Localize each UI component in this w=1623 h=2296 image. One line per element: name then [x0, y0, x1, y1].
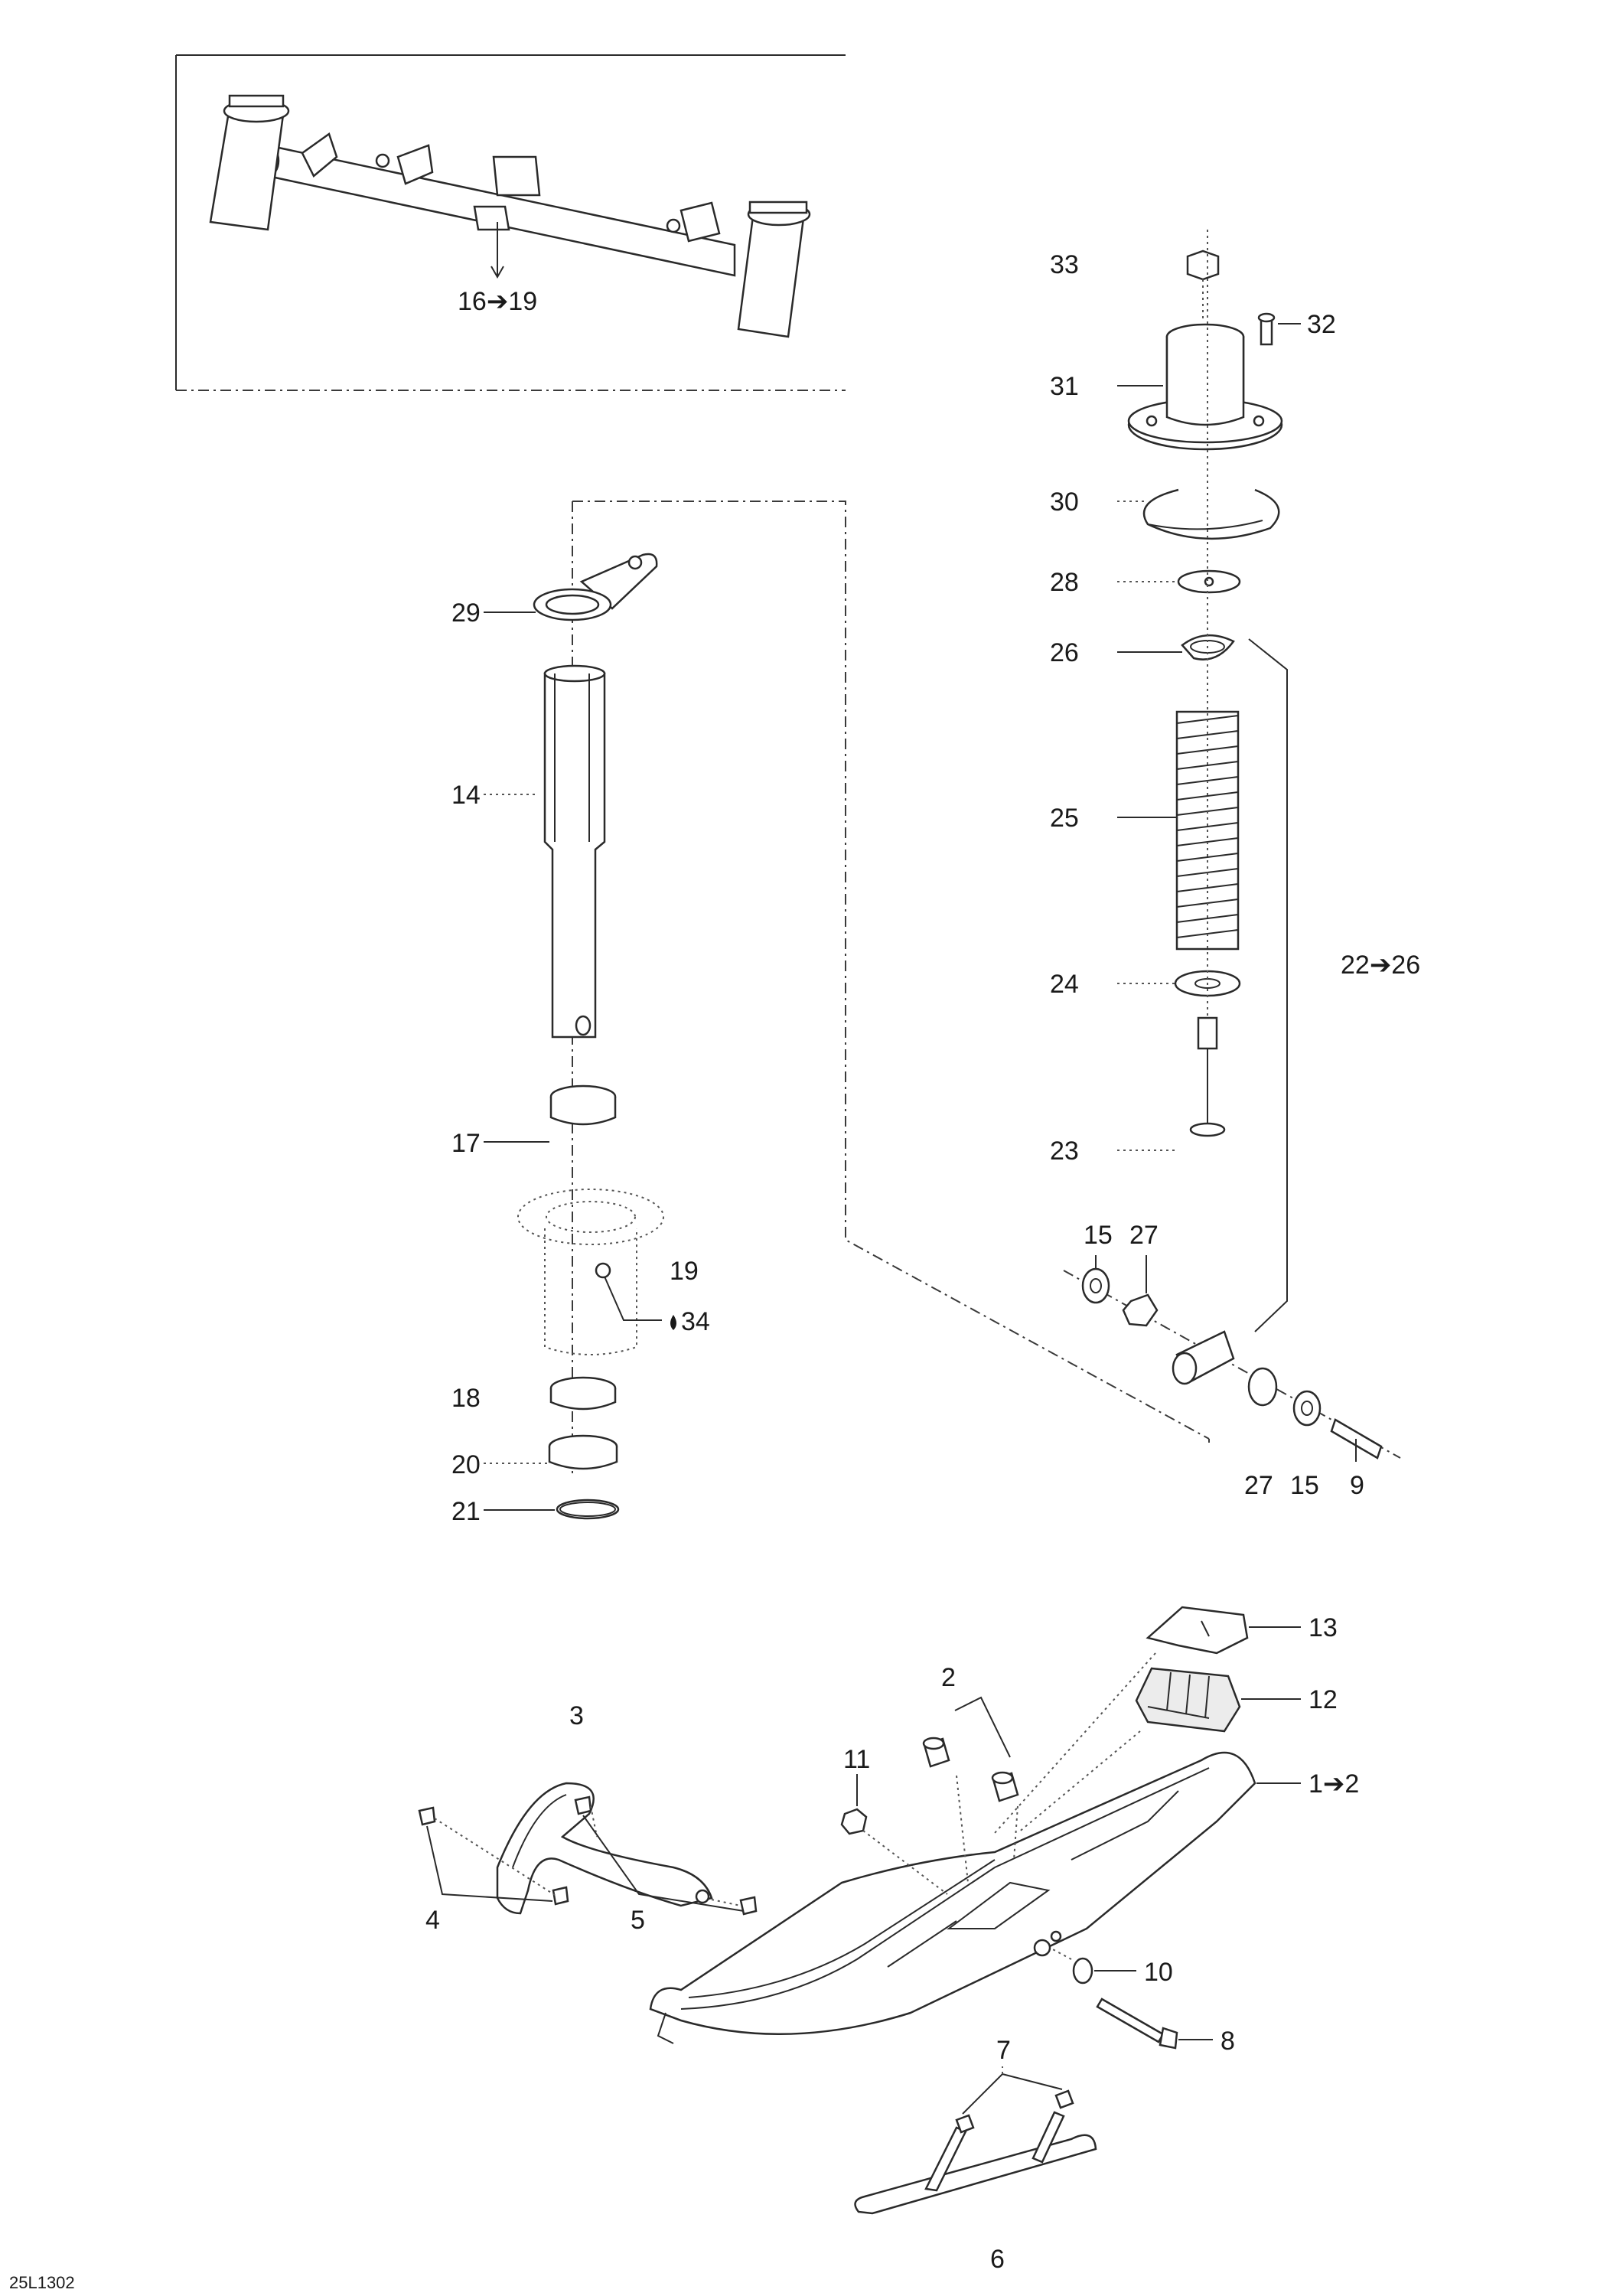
label-4: 4 — [425, 1906, 440, 1935]
label-8: 8 — [1221, 2027, 1235, 2056]
label-10: 10 — [1144, 1958, 1173, 1987]
label-26: 26 — [1050, 638, 1079, 667]
ski-bushings — [922, 1696, 1019, 1883]
label-11: 11 — [843, 1745, 870, 1774]
wear-plate — [1146, 1606, 1249, 1655]
label-22-26: 22➔26 — [1341, 951, 1420, 980]
ski-cushion — [1135, 1667, 1241, 1733]
label-33: 33 — [1050, 250, 1079, 279]
label-6: 6 — [990, 2245, 1005, 2274]
label-16-19: 16➔19 — [458, 287, 537, 316]
ring-20 — [548, 1434, 618, 1470]
handle-screws — [418, 1795, 758, 1916]
label-7: 7 — [996, 2036, 1011, 2065]
glue-drop-icon — [670, 1315, 676, 1330]
circlip-21 — [556, 1499, 620, 1520]
label-2: 2 — [941, 1663, 956, 1692]
ring-18 — [549, 1376, 617, 1411]
label-27-bottom: 27 — [1244, 1471, 1273, 1500]
spindle-housing — [517, 1189, 664, 1355]
label-31: 31 — [1050, 372, 1079, 401]
label-34: 34 — [681, 1307, 710, 1336]
bushing — [549, 1084, 617, 1126]
label-21: 21 — [451, 1497, 481, 1526]
label-18: 18 — [451, 1384, 481, 1413]
label-12: 12 — [1309, 1685, 1338, 1714]
diagram-code: 25L1302 — [9, 2273, 75, 2292]
inset-frame — [175, 54, 846, 391]
label-24: 24 — [1050, 970, 1079, 999]
spindle — [543, 664, 606, 1039]
label-30: 30 — [1050, 488, 1079, 517]
label-15-top: 15 — [1084, 1221, 1113, 1250]
label-25: 25 — [1050, 804, 1079, 833]
label-23: 23 — [1050, 1137, 1079, 1166]
label-32: 32 — [1307, 310, 1336, 339]
ski-handle — [496, 1782, 713, 1915]
label-28: 28 — [1050, 568, 1079, 597]
label-20: 20 — [451, 1450, 481, 1479]
label-27-top: 27 — [1129, 1221, 1159, 1250]
label-13: 13 — [1309, 1613, 1338, 1642]
group-bracket — [1248, 638, 1288, 1332]
steering-arm — [533, 553, 658, 621]
label-5: 5 — [631, 1906, 645, 1935]
label-19: 19 — [670, 1257, 699, 1286]
shock-assembly — [1127, 230, 1283, 1137]
label-15-bottom: 15 — [1290, 1471, 1319, 1500]
ski-bolt — [1049, 1947, 1213, 2050]
label-17: 17 — [451, 1129, 481, 1158]
assembly-line — [572, 501, 1210, 1440]
label-9: 9 — [1350, 1471, 1364, 1500]
label-3: 3 — [569, 1701, 584, 1730]
runner — [854, 2066, 1097, 2215]
label-14: 14 — [451, 781, 481, 810]
ski — [649, 1751, 1256, 2044]
pivot-hardware — [1063, 1255, 1401, 1462]
label-29: 29 — [451, 598, 481, 628]
crossmember-drawing — [209, 94, 811, 338]
nut-11 — [840, 1774, 948, 1895]
label-1-2: 1➔2 — [1309, 1769, 1359, 1799]
